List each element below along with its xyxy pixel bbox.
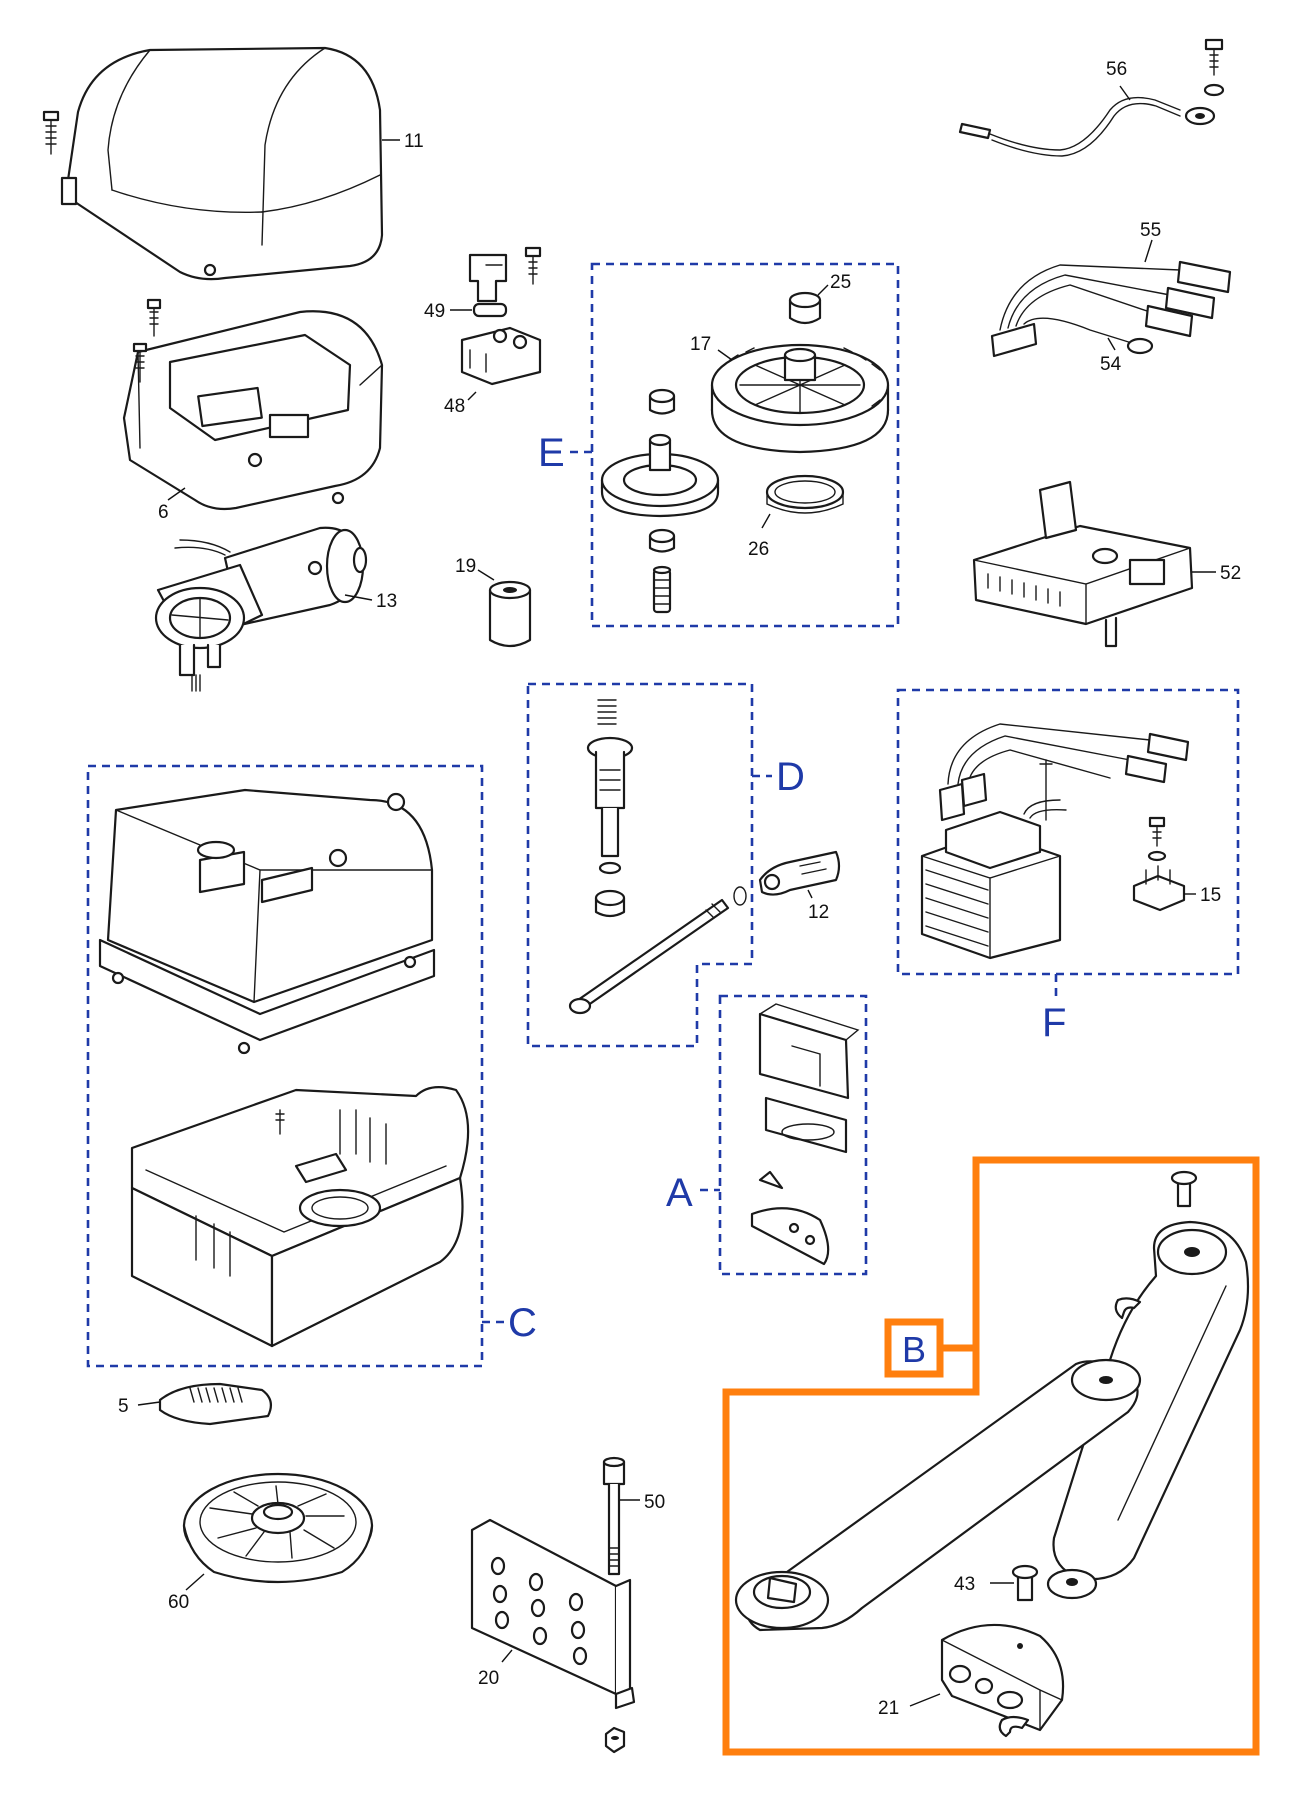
group-F-label: F <box>1042 1001 1066 1045</box>
lower-housing <box>130 1085 470 1348</box>
group-B-label: B <box>902 1329 926 1370</box>
callout-6: 6 <box>158 502 169 523</box>
callout-52: 52 <box>1220 563 1241 584</box>
small-gear <box>600 433 720 518</box>
group-B-highlight[interactable] <box>722 1156 1260 1756</box>
bushing-bottom <box>648 528 676 553</box>
cover-part-11 <box>60 46 384 281</box>
terminal-block-part-48 <box>460 326 542 386</box>
rectifier-part-15 <box>1132 865 1186 912</box>
bracket-plates <box>750 1003 860 1266</box>
straight-arm <box>734 1358 1142 1632</box>
callout-5: 5 <box>118 1396 129 1417</box>
callout-56: 56 <box>1106 59 1127 80</box>
callout-21: 21 <box>878 1698 899 1719</box>
e-clip-lower <box>998 1715 1030 1738</box>
shaft-assembly <box>586 736 634 918</box>
cap-part-25 <box>788 291 822 325</box>
group-E-outline <box>590 262 900 628</box>
group-F-outline <box>896 688 1240 976</box>
callout-55: 55 <box>1140 220 1161 241</box>
gear-bolt <box>652 565 672 614</box>
callout-25: 25 <box>830 272 851 293</box>
clip-ring <box>733 886 747 906</box>
ground-screw <box>1203 38 1225 97</box>
callout-12: 12 <box>808 902 829 923</box>
callout-26: 26 <box>748 539 769 560</box>
hex-nut <box>604 1726 626 1754</box>
callout-49: 49 <box>424 301 445 322</box>
callout-15: 15 <box>1200 885 1221 906</box>
group-C-label: C <box>508 1301 537 1345</box>
control-board-part-52 <box>972 480 1194 648</box>
callout-13: 13 <box>376 591 397 612</box>
callout-60: 60 <box>168 1592 189 1613</box>
callout-50: 50 <box>644 1492 665 1513</box>
group-C-outline <box>86 764 484 1368</box>
rectifier-screw <box>1147 816 1167 862</box>
wire-harness-part-55 <box>990 260 1232 358</box>
mounting-plate-part-20 <box>470 1518 636 1710</box>
motor-part-13 <box>154 526 368 692</box>
group-A-outline <box>718 994 868 1276</box>
callout-20: 20 <box>478 1668 499 1689</box>
group-A-label: A <box>666 1171 693 1215</box>
pulley-part-60 <box>182 1472 374 1584</box>
callout-48: 48 <box>444 396 465 417</box>
release-key-part-12 <box>758 850 841 896</box>
callout-19: 19 <box>455 556 476 577</box>
shaft-spring <box>597 699 617 725</box>
pin-part-43 <box>1011 1564 1039 1602</box>
terminal-screw <box>524 246 542 285</box>
arm-pin-top <box>1170 1170 1198 1208</box>
washer <box>1046 1568 1098 1600</box>
cover-screw <box>42 110 60 155</box>
fuse-holder <box>468 253 508 303</box>
base-screws <box>132 298 162 383</box>
curved-arm <box>1052 1220 1250 1581</box>
arm-bracket-part-21 <box>940 1623 1065 1732</box>
bushing-top <box>648 388 676 415</box>
transformer <box>920 723 1190 960</box>
ground-wire-part-56 <box>958 96 1216 157</box>
cam-part-5 <box>158 1382 273 1426</box>
spacer-part-19 <box>488 580 532 648</box>
base-part-6 <box>122 310 384 511</box>
fuse-part-49 <box>472 302 508 318</box>
callout-54: 54 <box>1100 354 1122 375</box>
ring-part-26 <box>765 474 845 514</box>
bolt-part-50 <box>602 1456 626 1576</box>
callout-11: 11 <box>404 131 424 152</box>
long-pin <box>568 898 730 1015</box>
large-gear-part-17 <box>710 343 890 454</box>
callout-43: 43 <box>954 1574 975 1595</box>
upper-housing <box>98 788 436 1055</box>
group-D-label: D <box>776 755 805 799</box>
group-D-outline <box>526 682 754 1048</box>
group-E-label: E <box>538 431 565 475</box>
callout-17: 17 <box>690 334 711 355</box>
e-clip-upper <box>1114 1297 1142 1320</box>
